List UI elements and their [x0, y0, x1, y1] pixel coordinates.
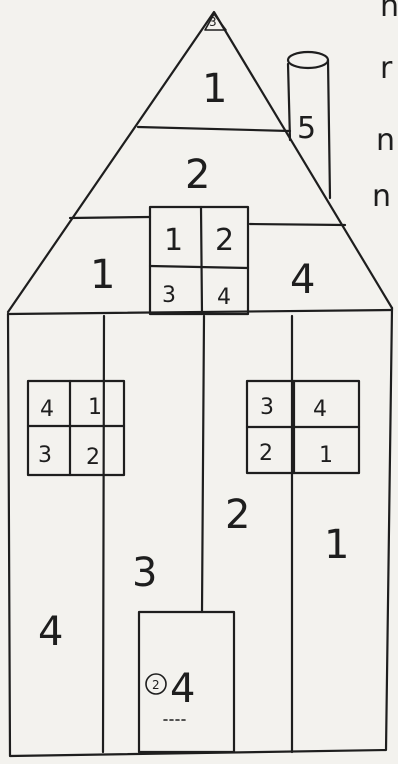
right-window-pane-4: 1 — [319, 443, 333, 468]
attic-pane-4: 4 — [217, 285, 231, 310]
left-window-pane-4: 2 — [86, 445, 100, 470]
wall-divider-2 — [202, 316, 204, 612]
roof-right-section-label: 4 — [290, 257, 315, 303]
roof-divider-upper — [138, 127, 290, 131]
margin-text-3: n — [376, 123, 395, 158]
left-window-pane-2: 1 — [88, 395, 102, 420]
attic-window-mullion — [201, 207, 202, 314]
roof-top-band-label: 1 — [202, 66, 227, 112]
roof-middle-band-label: 2 — [185, 152, 210, 198]
right-window-pane-3: 2 — [259, 441, 273, 466]
roof-divider-lower-right — [250, 224, 345, 225]
wall-left-label: 4 — [38, 609, 63, 655]
chimney-top — [288, 52, 328, 68]
apex-label: 3 — [209, 15, 217, 29]
left-window-pane-3: 3 — [38, 443, 52, 468]
attic-pane-1: 1 — [164, 223, 183, 258]
margin-text-1: n — [380, 0, 398, 24]
roof-divider-lower-left — [70, 217, 150, 218]
door-circled-number: 2 — [152, 678, 160, 692]
margin-text-4: n — [372, 179, 391, 214]
right-window-pane-1: 3 — [260, 395, 274, 420]
door-label: 4 — [170, 666, 195, 712]
roof-left-section-label: 1 — [90, 252, 115, 298]
attic-window-transom — [150, 266, 248, 268]
wall-right-label: 1 — [324, 522, 349, 568]
attic-pane-3: 3 — [162, 283, 176, 308]
right-window-pane-2: 4 — [313, 397, 327, 422]
margin-text-2: r — [380, 51, 393, 86]
left-window-pane-1: 4 — [40, 397, 54, 422]
wall-center-left-label: 3 — [132, 550, 157, 596]
wall-center-right-label: 2 — [225, 492, 250, 538]
attic-pane-2: 2 — [215, 223, 234, 258]
chimney-label: 5 — [297, 111, 316, 146]
